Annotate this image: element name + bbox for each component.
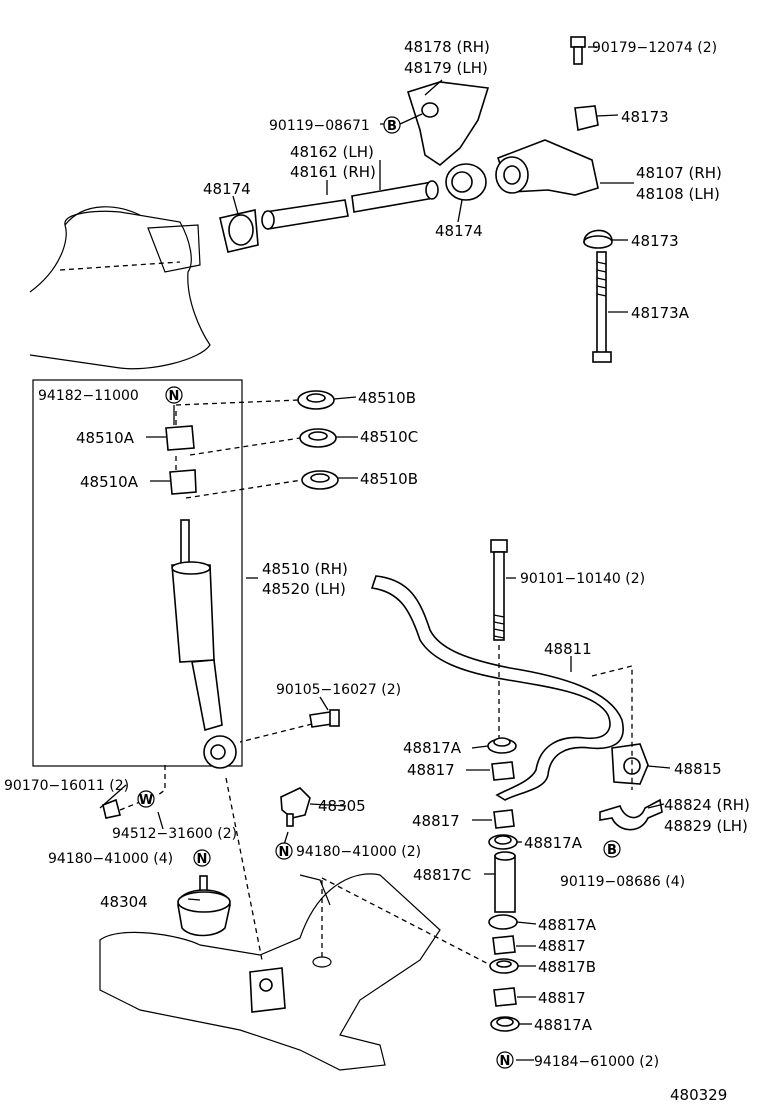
washer-48510c[interactable] [299,428,337,448]
label-48510b-top[interactable]: 48510B [358,389,416,407]
washer-48510b-bottom[interactable] [301,470,339,490]
label-48305[interactable]: 48305 [318,797,366,815]
label-48173-mid[interactable]: 48173 [631,232,679,250]
label-48173a[interactable]: 48173A [631,304,690,322]
label-48817a-2[interactable]: 48817A [524,834,583,852]
label-48817a-4[interactable]: 48817A [534,1016,593,1034]
label-48817c[interactable]: 48817C [413,866,471,884]
cushion-48510a-bottom[interactable] [169,469,197,495]
label-48817a-3[interactable]: 48817A [538,916,597,934]
part-labels: 48178 (RH) 48179 (LH) 90179−12074 (2) 90… [4,38,750,1104]
link-washer-48817b[interactable] [489,958,519,974]
label-48510a-top[interactable]: 48510A [76,429,135,447]
code-circle-b-1: B [383,116,401,134]
bolt-90179[interactable] [570,36,586,65]
label-48824[interactable]: 48824 (RH) [664,796,750,814]
bolt-48173a[interactable] [592,251,612,363]
label-48174-left[interactable]: 48174 [203,180,251,198]
link-cushion-48817-1[interactable] [491,761,515,781]
code-circle-n-4: N [496,1051,514,1069]
label-94184[interactable]: 94184−61000 (2) [534,1054,659,1070]
code-w-1: W [139,793,153,808]
shock-absorber[interactable] [171,519,237,769]
torsion-bar[interactable] [261,180,439,230]
bolt-90101[interactable] [490,539,508,641]
label-90119-08671[interactable]: 90119−08671 [269,118,370,134]
label-94180-4[interactable]: 94180−41000 (4) [48,851,173,867]
code-b-2: B [607,843,617,858]
label-48510b-bottom[interactable]: 48510B [360,470,418,488]
torsion-bar-arm[interactable] [495,139,599,196]
label-48817-2[interactable]: 48817 [412,812,460,830]
diagram-id: 480329 [670,1086,727,1104]
label-94182[interactable]: 94182−11000 [38,388,139,404]
label-48179[interactable]: 48179 (LH) [404,59,488,77]
label-48829[interactable]: 48829 (LH) [664,817,748,835]
cap-48173[interactable] [583,229,613,249]
link-washer-48817a-2[interactable] [488,834,518,850]
link-washer-48817a-1[interactable] [487,737,517,754]
nut-90170[interactable] [102,798,121,819]
label-48817-3[interactable]: 48817 [538,937,586,955]
label-90119-08686[interactable]: 90119−08686 (4) [560,874,685,890]
link-cushion-48817-4[interactable] [493,987,517,1007]
stabilizer-bracket-48824[interactable] [599,798,663,831]
label-90101[interactable]: 90101−10140 (2) [520,571,645,587]
label-48520[interactable]: 48520 (LH) [262,580,346,598]
washer-48510b-top[interactable] [297,390,335,410]
code-b-1: B [387,119,397,134]
label-48510c[interactable]: 48510C [360,428,418,446]
code-circle-n-1: N [165,386,183,404]
anchor-arm-right[interactable] [445,163,487,201]
label-90179[interactable]: 90179−12074 (2) [592,40,717,56]
bump-stopper-48305[interactable] [280,787,311,827]
label-94512[interactable]: 94512−31600 (2) [112,826,237,842]
label-48817a-1[interactable]: 48817A [403,739,462,757]
code-circle-b-2: B [603,840,621,858]
code-n-4: N [500,1054,511,1069]
link-collar-48817c[interactable] [494,851,516,913]
lower-arm-outline [29,206,211,370]
nut-48173-top[interactable] [574,105,599,131]
label-48817-4[interactable]: 48817 [538,989,586,1007]
label-48107[interactable]: 48107 (RH) [636,164,722,182]
code-n-3: N [279,845,290,860]
label-48510a-bottom[interactable]: 48510A [80,473,139,491]
stabilizer-bushing-48815[interactable] [611,743,649,785]
label-48108[interactable]: 48108 (LH) [636,185,720,203]
torsion-bar-bracket[interactable] [406,81,490,167]
cushion-48510a-top[interactable] [165,425,195,451]
code-n-1: N [169,389,180,404]
bolt-90105[interactable] [309,709,340,728]
label-48811[interactable]: 48811 [544,640,592,658]
label-90170[interactable]: 90170−16011 (2) [4,778,129,794]
stabilizer-bar[interactable] [370,575,624,801]
label-48817b[interactable]: 48817B [538,958,596,976]
shock-lower-bracket[interactable] [249,967,286,1013]
link-washer-48817a-3[interactable] [488,914,518,930]
link-washer-48817a-4[interactable] [490,1016,520,1032]
label-48510[interactable]: 48510 (RH) [262,560,348,578]
code-circle-n-2: N [193,849,211,867]
label-48174-right[interactable]: 48174 [435,222,483,240]
label-48178[interactable]: 48178 (RH) [404,38,490,56]
label-48815[interactable]: 48815 [674,760,722,778]
label-48173-top[interactable]: 48173 [621,108,669,126]
shock-absorber-box [32,379,243,767]
label-94180-2[interactable]: 94180−41000 (2) [296,844,421,860]
anchor-arm-left[interactable] [219,209,259,253]
code-circle-w-1: W [137,790,155,808]
link-cushion-48817-3[interactable] [492,935,516,955]
label-48304[interactable]: 48304 [100,893,148,911]
link-cushion-48817-2[interactable] [493,809,515,829]
bump-stopper-48304[interactable] [177,875,231,937]
label-48162[interactable]: 48162 (LH) [290,143,374,161]
label-48161[interactable]: 48161 (RH) [290,163,376,181]
label-90105[interactable]: 90105−16027 (2) [276,682,401,698]
code-n-2: N [197,852,208,867]
label-48817-1[interactable]: 48817 [407,761,455,779]
code-circle-n-3: N [275,842,293,860]
